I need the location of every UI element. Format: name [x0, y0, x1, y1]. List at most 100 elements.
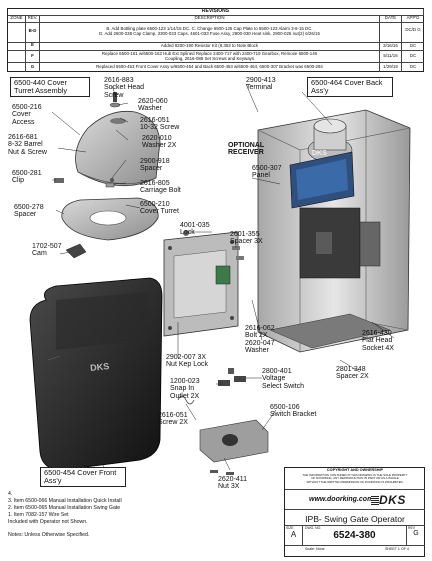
note-line: 2. Item 6500-065 Manual Installation Swi… — [8, 505, 121, 512]
dwg-no-value: 6524-380 — [333, 530, 376, 541]
title-block: COPYRIGHT AND OWNERSHIP THE INFORMATION … — [284, 467, 425, 557]
rev-row-zone — [8, 51, 26, 63]
back-cover-logo: DKS — [312, 150, 327, 157]
rev-row-description: Added 9200-190 Resistor Kit (8,353 to No… — [40, 43, 380, 51]
clip-part — [54, 178, 64, 183]
size-label: SIZE — [286, 526, 294, 530]
rev-row-line: Replaced 6500-453 Front Cover Assy w/650… — [96, 64, 323, 69]
rev-row-approved: DC — [402, 51, 424, 63]
scale-text: Scale: None — [305, 547, 325, 551]
brand-logo: DKS — [379, 493, 406, 507]
rev-row-line: B. Add Bottling plate 6500-123 1/14/15 D… — [106, 26, 313, 31]
rev-row-rev: F — [26, 51, 40, 63]
turret-assembly-callout: 6500-440 Cover Turret Assembly — [10, 77, 90, 97]
header-rev: REV. — [26, 16, 40, 23]
dwg-no-cell: DWG. NO. 6524-380 — [303, 526, 407, 546]
rev-row-description: Replaced 6500-453 Front Cover Assy w/650… — [40, 63, 380, 72]
copyright-fine-print: THE INFORMATION CONTAINED IN THIS DRAWIN… — [302, 474, 408, 484]
rev-label: REV — [408, 526, 415, 530]
rev-row-date — [380, 23, 402, 43]
revision-table-title: REVISIONS — [8, 9, 424, 16]
header-zone: ZONE — [8, 16, 26, 23]
sheet-text: SHEET 1 OF 4 — [385, 547, 409, 551]
notes-block: 4. 3. Item 6500-066 Manual Installation … — [8, 491, 122, 539]
copyright-header: COPYRIGHT AND OWNERSHIP — [326, 468, 384, 472]
note-line: 4. — [8, 491, 13, 497]
rev-row-zone — [8, 23, 26, 43]
website-link[interactable]: www.doorking.com — [309, 496, 374, 503]
operator-body — [257, 109, 411, 353]
drawing-title: IPB- Swing Gate Operator — [285, 510, 425, 526]
front-cover — [29, 277, 163, 471]
rev-row-approved: DC — [409, 64, 417, 69]
brand-row: www.doorking.com DKS — [285, 489, 425, 510]
cam-part — [65, 243, 87, 259]
rev-row-date: 1/29/19 — [380, 63, 402, 72]
header-description: DESCRIPTION — [40, 16, 380, 23]
dwg-no-label: DWG. NO. — [305, 526, 322, 530]
rev-row-zone — [8, 43, 26, 51]
note-line: Notes: Unless Otherwise Specified. — [8, 532, 90, 539]
header-date: DATE — [380, 16, 402, 23]
note-line: Included with Operator not Shown. — [8, 519, 88, 526]
leader-lines — [51, 83, 395, 471]
size-value: A — [290, 530, 297, 539]
rev-row-approved: DC/D G — [402, 23, 424, 43]
note-line: 3. Item 6500-066 Manual Installation Qui… — [8, 498, 122, 505]
revision-table: REVISIONS ZONE REV. DESCRIPTION DATE APP… — [7, 8, 424, 72]
header-approved: APP'D — [402, 16, 424, 23]
cover-turret-plate — [61, 197, 159, 241]
rev-row-rev: E — [26, 43, 40, 51]
rev-row-line: Replace 6500-161 w/6500-162 Hub Ext Spli… — [101, 51, 318, 56]
rev-row-description: Replace 6500-161 w/6500-162 Hub Ext Spli… — [40, 51, 380, 63]
rev-row-rev: B-D — [26, 23, 40, 43]
rev-row-date: 5/11/16 — [380, 51, 402, 63]
rev-cell: REV G — [407, 526, 425, 546]
logo-stripes-icon — [371, 496, 379, 505]
rev-row-line: Added 9200-190 Resistor Kit (8,353 to No… — [160, 43, 259, 48]
switch-bracket-assembly — [177, 368, 269, 475]
size-cell: SIZE A — [285, 526, 303, 546]
note-line: 1. Item 7082-157 Wire Set — [8, 512, 69, 519]
optional-receiver-label: OPTIONAL RECEIVER — [228, 142, 265, 157]
rev-row-line: Coupling, 2616-088 Set Screws and Keyway… — [164, 55, 255, 61]
front-cover-logo: DKS — [90, 361, 110, 373]
rev-row-line: D. Add 2600-238 Cap Clamp, 3300-023 Caps… — [99, 30, 320, 36]
rev-row-description: B. Add Bottling plate 6500-123 1/14/15 D… — [40, 23, 380, 43]
back-cover-callout: 6500-464 Cover Back Ass'y — [307, 77, 393, 97]
mounting-panel — [163, 231, 239, 337]
rev-row-rev: G — [26, 63, 40, 72]
rev-row-zone — [8, 63, 26, 72]
rev-row-approved: DC — [402, 43, 424, 51]
front-cover-callout: 6500-454 Cover Front Ass'y — [40, 467, 126, 487]
rev-value: G — [413, 530, 419, 537]
rev-row-date: 3/16/16 — [380, 43, 402, 51]
turret-hardware — [105, 92, 121, 188]
